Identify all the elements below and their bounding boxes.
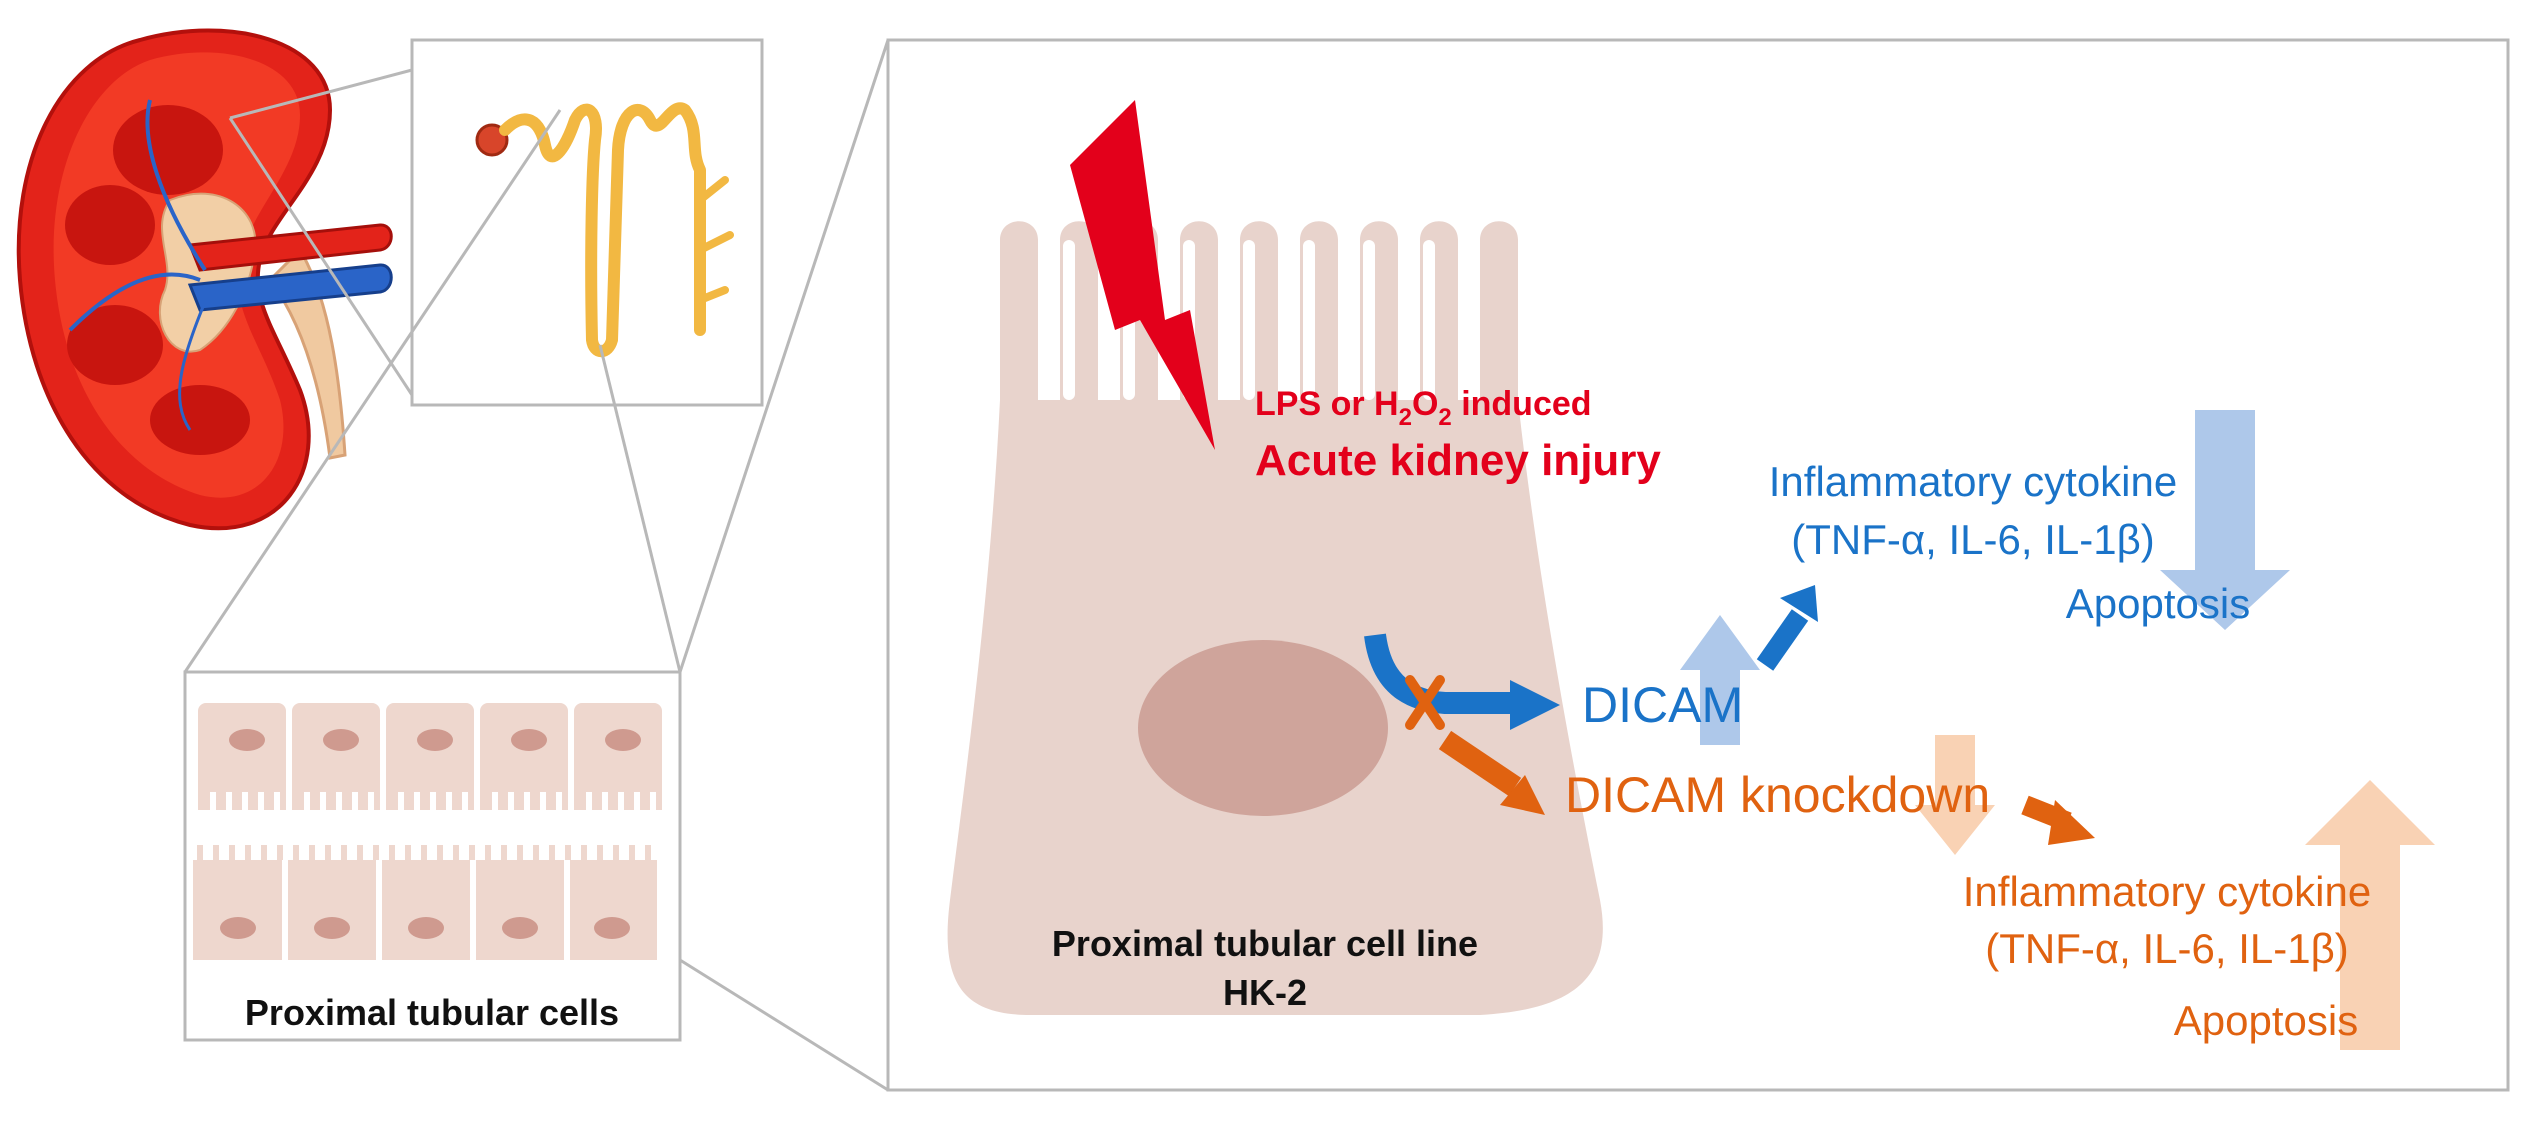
dicam-knockdown-label: DICAM knockdown (1565, 767, 1990, 823)
tubular-cells-label: Proximal tubular cells (245, 992, 619, 1033)
nucleus (1138, 640, 1388, 816)
cell-line-label: Proximal tubular cell line (1052, 923, 1478, 964)
cell-row-top (198, 703, 662, 813)
pale-orange-down-arrow (1915, 735, 1995, 855)
nephron-illustration (475, 102, 734, 358)
orange-apoptosis-label: Apoptosis (2174, 997, 2358, 1044)
pale-orange-up-arrow (2305, 780, 2435, 1050)
blue-up-right-arrow (1756, 609, 1809, 671)
knockdown-arrow (1438, 730, 1522, 797)
dicam-arrowhead (1510, 680, 1560, 730)
dicam-label: DICAM (1582, 677, 1743, 733)
orange-cytokine-list: (TNF-α, IL-6, IL-1β) (1985, 925, 2348, 972)
cell-line-name: HK-2 (1223, 972, 1307, 1013)
blue-cytokine-label: Inflammatory cytokine (1769, 458, 2177, 505)
injury-label-line1: LPS or H2O2 induced (1255, 385, 1592, 431)
orange-right-arrowhead (2048, 800, 2095, 845)
orange-cytokine-label: Inflammatory cytokine (1963, 868, 2371, 915)
kidney-illustration (16, 28, 393, 531)
pale-blue-up-arrow (1680, 615, 1760, 745)
cell-row-bottom (193, 845, 657, 960)
knockdown-arrowhead (1500, 775, 1545, 815)
blue-apoptosis-label: Apoptosis (2066, 580, 2250, 627)
hk2-cell (947, 221, 1603, 1015)
tubular-cells-illustration: Proximal tubular cells (193, 703, 662, 1033)
blue-up-right-arrowhead (1780, 585, 1818, 622)
lightning-icon (1070, 100, 1215, 450)
pale-blue-down-arrow (2160, 410, 2290, 630)
dicam-arrow (1364, 633, 1520, 714)
injury-label-line2: Acute kidney injury (1255, 436, 1661, 485)
block-x-icon (1405, 675, 1445, 730)
blue-cytokine-list: (TNF-α, IL-6, IL-1β) (1791, 516, 2154, 563)
